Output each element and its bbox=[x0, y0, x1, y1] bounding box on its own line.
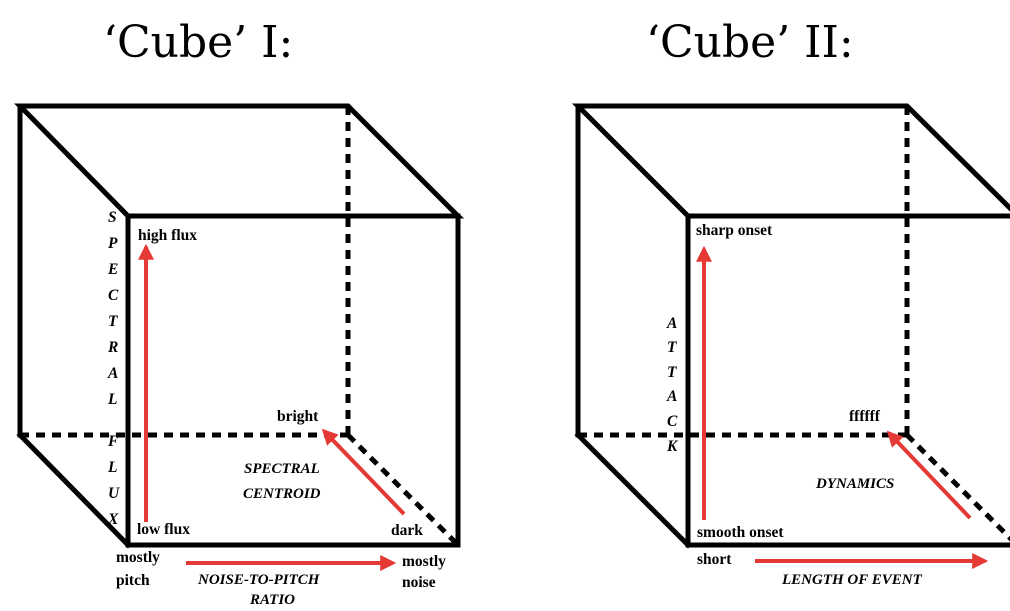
cube-2-axis-letter: A bbox=[666, 315, 677, 332]
cube-1-depth-axis-title-line-1: SPECTRAL bbox=[244, 461, 320, 477]
cube-1-axis-letter: T bbox=[108, 313, 118, 330]
cube-1-depth-axis-title-line-2: CENTROID bbox=[243, 486, 321, 502]
cube-1-title: ‘Cube’ I: bbox=[103, 17, 293, 68]
cube-1-horizontal-axis-title-line-1: NOISE-TO-PITCH bbox=[197, 572, 321, 588]
cube-2-bottom-left-depth-edge bbox=[574, 431, 692, 549]
cube-1-label-dark: dark bbox=[391, 522, 423, 539]
cube-2-label-ffffff: ffffff bbox=[849, 408, 881, 425]
cube-1-axis-letter: L bbox=[107, 459, 117, 476]
cube-1-axis-letter: S bbox=[108, 209, 117, 226]
cube-2-label-smooth-onset: smooth onset bbox=[697, 524, 784, 541]
cube-1-axis-letter: X bbox=[107, 511, 119, 528]
cube-2-axis-letter: C bbox=[667, 413, 678, 430]
cube-2-axis-letter: T bbox=[667, 364, 677, 381]
cube-2-title: ‘Cube’ II: bbox=[646, 17, 854, 68]
cube-1-top-face bbox=[14, 103, 465, 219]
cube-1-vertical-axis-title: S P E C T R A L F L U X bbox=[107, 209, 120, 528]
cube-1-label-mostly-noise-line-2: noise bbox=[402, 574, 436, 591]
cube-2-vertical-axis-title: A T T A C K bbox=[666, 315, 679, 455]
cube-1-label-mostly-noise-line-1: mostly bbox=[402, 553, 446, 570]
cube-2-axis-letter: T bbox=[667, 339, 677, 356]
cube-2-depth-axis-title: DYNAMICS bbox=[815, 476, 894, 492]
cube-1-axis-letter: E bbox=[107, 261, 118, 278]
cube-2-hidden-depth-edge bbox=[905, 433, 1010, 542]
cube-2-top-face bbox=[571, 103, 1010, 219]
cube-2-horizontal-axis-title: LENGTH OF EVENT bbox=[781, 572, 923, 588]
cube-2-label-sharp-onset: sharp onset bbox=[696, 222, 773, 239]
cube-2-depth-arrow bbox=[886, 430, 972, 520]
cube-1-bottom-left-depth-edge bbox=[16, 431, 132, 549]
cube-1-axis-letter: U bbox=[108, 485, 120, 502]
cube-1-axis-letter: R bbox=[107, 339, 118, 356]
cube-1-axis-letter: A bbox=[107, 365, 118, 382]
cube-1-depth-arrow bbox=[321, 428, 406, 516]
cube-2-front-face bbox=[685, 213, 1010, 548]
cube-2: ‘Cube’ II: A T T A C K sharp onset smoot… bbox=[571, 17, 1010, 588]
cube-1-label-low-flux: low flux bbox=[137, 521, 190, 538]
cube-2-axis-letter: A bbox=[666, 388, 677, 405]
cube-1-hidden-depth-edge bbox=[346, 433, 460, 547]
cube-1-label-high-flux: high flux bbox=[138, 227, 197, 244]
cube-1: ‘Cube’ I: S P E C T R A L F L U X bbox=[14, 17, 465, 608]
cube-1-horizontal-axis-title-line-2: RATIO bbox=[249, 592, 295, 608]
cube-1-axis-letter: L bbox=[107, 391, 117, 408]
cube-1-label-mostly-pitch-line-1: mostly bbox=[116, 549, 160, 566]
cube-2-axis-letter: K bbox=[666, 438, 679, 455]
cube-1-axis-letter: C bbox=[108, 287, 119, 304]
cube-1-label-bright: bright bbox=[277, 408, 319, 425]
cube-1-label-mostly-pitch-line-2: pitch bbox=[116, 572, 150, 589]
cube-1-axis-letter: F bbox=[107, 433, 119, 450]
cube-1-front-face bbox=[125, 213, 461, 548]
cube-1-axis-letter: P bbox=[108, 235, 118, 252]
cube-2-label-short: short bbox=[697, 551, 732, 568]
